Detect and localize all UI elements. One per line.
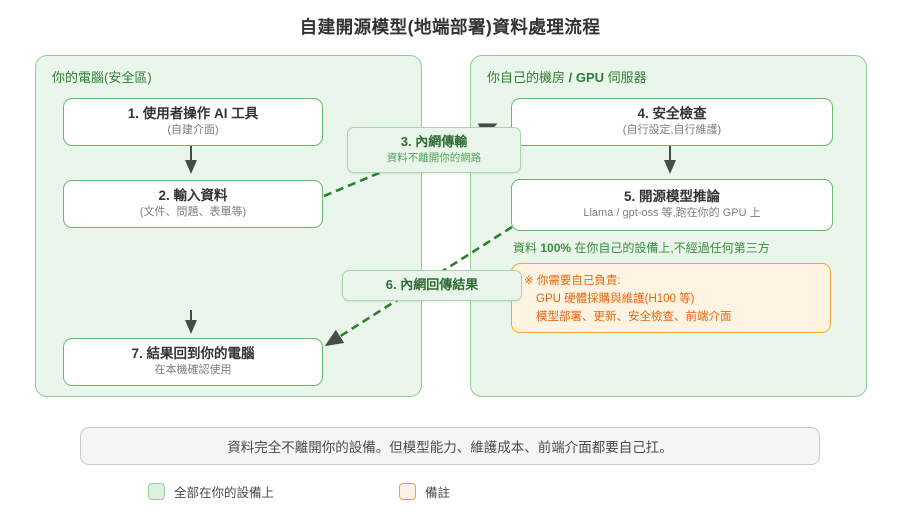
legend-item-remark: 備註: [399, 482, 450, 501]
responsibility-note-box: ※ 你需要自己負責: GPU 硬體採購與維護(H100 等) 模型部署、更新、安…: [511, 263, 831, 333]
header-bold: / GPU: [568, 70, 605, 85]
responsibility-line-3: 模型部署、更新、安全檢查、前端介面: [536, 310, 732, 323]
legend-label-on-your-devices: 全部在你的設備上: [174, 486, 275, 500]
flow-box-4-title: 4. 安全檢查: [637, 106, 707, 122]
flow-box-7-title: 7. 結果回到你的電腦: [131, 346, 255, 362]
panel-your-gpu-server: 你自己的機房 / GPU 伺服器 4. 安全檢查 (自行設定,自行維護) 5. …: [470, 55, 867, 397]
connector-label-intranet-return: 6. 內網回傳結果: [342, 270, 522, 301]
connector-label-6-title: 6. 內網回傳結果: [385, 277, 479, 293]
flow-box-2-input-data: 2. 輸入資料 (文件、問題、表單等): [63, 180, 323, 228]
flow-box-4-security-check: 4. 安全檢查 (自行設定,自行維護): [511, 98, 833, 146]
responsibility-line-2: GPU 硬體採購與維護(H100 等): [536, 292, 695, 305]
flow-box-1-title: 1. 使用者操作 AI 工具: [127, 106, 259, 122]
page-title: 自建開源模型(地端部署)資料處理流程: [299, 17, 601, 37]
summary-bar: 資料完全不離開你的設備。但模型能力、維護成本、前端介面都要自己扛。: [80, 427, 820, 465]
flow-box-2-subtitle: (文件、問題、表單等): [139, 206, 247, 219]
flow-box-5-title: 5. 開源模型推論: [623, 189, 720, 205]
header-prefix: 你自己的機房: [487, 70, 569, 85]
legend-label-remark: 備註: [425, 486, 451, 500]
flow-box-2-title: 2. 輸入資料: [158, 188, 228, 204]
panel-your-gpu-server-header: 你自己的機房 / GPU 伺服器: [487, 67, 647, 86]
responsibility-line-1: ※ 你需要自己負責:: [524, 275, 621, 287]
flow-box-1-user-operates-ai-tool: 1. 使用者操作 AI 工具 (自建介面): [63, 98, 323, 146]
legend-swatch-orange: [399, 483, 416, 500]
connector-label-intranet-transfer: 3. 內網傳輸 資料不離開你的網路: [347, 127, 521, 173]
flow-box-7-subtitle: 在本機確認使用: [154, 364, 232, 377]
legend-item-on-your-devices: 全部在你的設備上: [148, 482, 274, 501]
connector-label-3-subtitle: 資料不離開你的網路: [386, 152, 482, 165]
legend-swatch-green: [148, 483, 165, 500]
note-prefix: 資料: [513, 241, 541, 255]
panel-your-computer: 你的電腦(安全區) 1. 使用者操作 AI 工具 (自建介面) 2. 輸入資料 …: [35, 55, 422, 397]
flow-box-1-subtitle: (自建介面): [167, 124, 219, 137]
connector-label-3-title: 3. 內網傳輸: [400, 134, 468, 150]
data-stays-note: 資料 100% 在你自己的設備上,不經過任何第三方: [513, 239, 843, 256]
note-suffix: 在你自己的設備上,不經過任何第三方: [571, 241, 770, 255]
flow-box-4-subtitle: (自行設定,自行維護): [622, 124, 722, 137]
flow-box-5-subtitle: Llama / gpt-oss 等,跑在你的 GPU 上: [583, 207, 761, 220]
panel-your-computer-header: 你的電腦(安全區): [52, 70, 152, 85]
flow-box-7-results-return: 7. 結果回到你的電腦 在本機確認使用: [63, 338, 323, 386]
header-suffix: 伺服器: [604, 70, 647, 85]
note-bold: 100%: [540, 241, 572, 255]
flow-box-5-open-model-inference: 5. 開源模型推論 Llama / gpt-oss 等,跑在你的 GPU 上: [511, 179, 833, 231]
